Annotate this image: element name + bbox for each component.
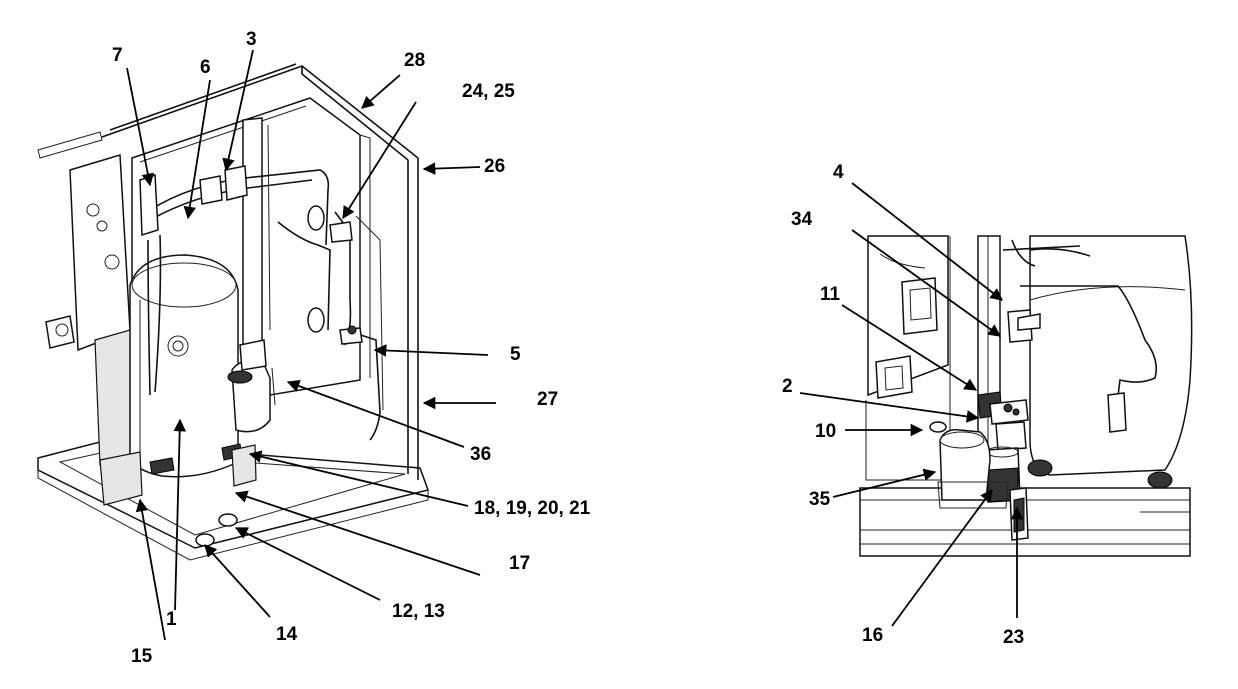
right-callouts: 4 34 11 2 10 35 16 23 [782,162,1024,648]
callout-label: 3 [246,29,257,50]
right-detail-view [799,182,1193,627]
callout-label: 12, 13 [392,601,445,622]
callout-label: 7 [112,45,123,66]
callout-label: 17 [509,553,530,574]
callout-label: 27 [537,389,558,410]
callout-label: 36 [470,444,491,465]
callout-label: 35 [809,489,831,510]
callout-label: 1 [166,609,177,630]
left-callouts: 7 6 3 28 24, 25 26 5 27 36 18, 19, 20, 2… [112,29,591,667]
callout-label: 26 [484,156,505,177]
callout-label: 28 [404,50,425,71]
callout-label: 5 [510,344,521,365]
callout-label: 15 [131,646,153,667]
callout-label: 11 [820,284,841,305]
left-unit-view [37,49,496,641]
callout-label: 24, 25 [462,81,515,102]
callout-label: 18, 19, 20, 21 [474,498,591,519]
callout-label: 6 [200,57,211,78]
callout-label: 4 [833,162,844,183]
callout-label: 2 [782,376,793,397]
callout-label: 10 [815,421,836,442]
callout-label: 16 [862,625,883,646]
callout-label: 34 [791,209,813,230]
callout-label: 23 [1003,627,1024,648]
callout-label: 14 [276,624,298,645]
